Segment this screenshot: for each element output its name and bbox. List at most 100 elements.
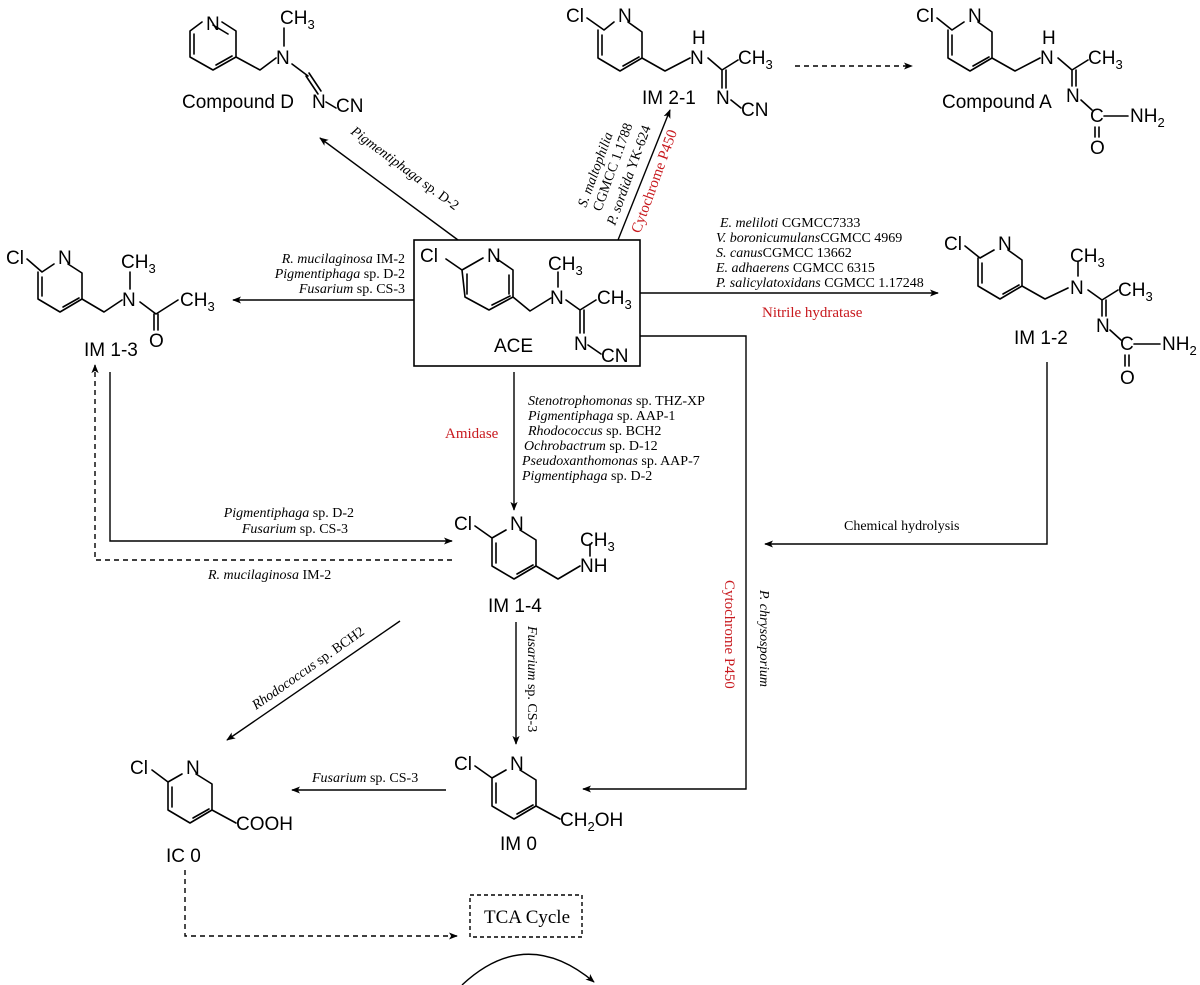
arrow-ic0-to-tca xyxy=(184,870,458,940)
atom-o: O xyxy=(1120,368,1135,389)
cyano-bond xyxy=(325,101,337,109)
atom-nh: NH xyxy=(580,556,607,577)
label-to-im12: E. meliloti CGMCC7333 V. boronicumulansC… xyxy=(715,216,924,321)
compound-name-im14: IM 1-4 xyxy=(488,596,542,617)
atom-n: N xyxy=(487,246,501,267)
label-line: R. mucilaginosa IM-2 xyxy=(281,252,405,267)
label-line: Ochrobactrum sp. D-12 xyxy=(524,439,658,454)
formamidine-bonds xyxy=(291,63,322,95)
label-chemical-hydrolysis: Chemical hydrolysis xyxy=(844,519,960,534)
arrow-im13-to-im14 xyxy=(109,372,453,545)
enzyme-cytochrome-p450-right: Cytochrome P450 xyxy=(721,580,737,689)
amidine-ch3: CH3 xyxy=(1088,48,1123,72)
amidine-bonds xyxy=(1087,289,1119,317)
label-line: Fusarium sp. CS-3 xyxy=(241,522,348,537)
compound-name-im0: IM 0 xyxy=(500,834,537,855)
compound-ic0: Cl N COOH IC 0 xyxy=(130,758,293,867)
atom-n-methyl: N xyxy=(550,288,564,309)
atom-cl: Cl xyxy=(420,246,438,267)
methyl-ch3: CH3 xyxy=(121,252,156,276)
urea-bond xyxy=(1080,99,1093,111)
label-line: V. boronicumulansCGMCC 4969 xyxy=(716,231,902,246)
label-line: E. meliloti CGMCC7333 xyxy=(719,216,860,231)
label-to-im21: S. maltophilia CGMCC 1.1788 P. sordida Y… xyxy=(576,121,681,235)
compound-name-d: Compound D xyxy=(182,92,294,113)
tca-label: TCA Cycle xyxy=(484,907,570,928)
atom-cl: Cl xyxy=(454,754,472,775)
arrow-ace-to-im21 xyxy=(617,109,671,241)
arrow-im14-to-ic0 xyxy=(226,620,401,741)
atom-o: O xyxy=(1090,138,1105,159)
enzyme-nitrile-hydratase: Nitrile hydratase xyxy=(762,305,863,321)
arrow-im14-to-im13-dashed xyxy=(91,364,452,561)
pyridine-ring xyxy=(474,765,561,820)
amidine-ch3: CH3 xyxy=(1118,280,1153,304)
atom-cl: Cl xyxy=(6,248,24,269)
label-im14-to-im13: Pigmentiphaga sp. D-2 Fusarium sp. CS-3 xyxy=(223,506,354,537)
label-line: E. adhaerens CGMCC 6315 xyxy=(715,261,875,276)
cyano-cn: CN xyxy=(741,100,768,121)
label-to-im14: Amidase Stenotrophomonas sp. THZ-XP Pigm… xyxy=(445,394,705,484)
arrow-ace-to-im0-p450 xyxy=(582,335,747,793)
pyridine-ring xyxy=(151,769,237,824)
atom-n-methyl: N xyxy=(276,48,290,69)
label-line: P. salicylatoxidans CGMCC 1.17248 xyxy=(715,276,924,291)
atom-c: C xyxy=(1090,106,1104,127)
carboxyl-cooh: COOH xyxy=(236,814,293,835)
pyridine-ring xyxy=(474,525,581,580)
label-line: Stenotrophomonas sp. THZ-XP xyxy=(528,394,705,409)
carbonyl-bonds xyxy=(1094,115,1129,138)
compound-im12: Cl N N CH3 CH3 N C NH2 O IM 1-2 xyxy=(944,234,1197,389)
compound-im0: Cl N CH2OH IM 0 xyxy=(454,754,623,855)
atom-n-methyl: N xyxy=(1070,278,1084,299)
atom-n-urea: N xyxy=(1066,86,1080,107)
atom-cl: Cl xyxy=(454,514,472,535)
compound-name-im12: IM 1-2 xyxy=(1014,328,1068,349)
compound-ace: Cl N N CH3 CH3 N CN ACE xyxy=(413,239,641,367)
compound-im14: Cl N NH CH3 IM 1-4 xyxy=(454,514,615,617)
atom-h: H xyxy=(1042,28,1056,49)
compound-name-im13: IM 1-3 xyxy=(84,340,138,361)
pyridine-ring xyxy=(586,17,691,72)
amidine-bonds xyxy=(707,57,739,89)
label-to-im13: R. mucilaginosa IM-2 Pigmentiphaga sp. D… xyxy=(274,252,405,297)
compound-name-a: Compound A xyxy=(942,92,1052,113)
arrow-ace-to-compound-d xyxy=(319,137,459,241)
methyl-ch3: CH3 xyxy=(580,530,615,554)
compound-a: Cl N N H CH3 N C NH2 O Compound A xyxy=(916,6,1165,159)
amidine-bonds xyxy=(1057,57,1089,87)
acetyl-bonds xyxy=(139,299,179,331)
cyano-cn: CN xyxy=(336,96,363,117)
atom-nh: N xyxy=(1040,48,1054,69)
reaction-arrows xyxy=(91,62,1048,940)
atom-cl: Cl xyxy=(130,758,148,779)
atom-n-cyano: N xyxy=(574,334,588,355)
cyano-cn: CN xyxy=(601,346,628,367)
atom-cl: Cl xyxy=(916,6,934,27)
cyano-bond xyxy=(587,344,602,355)
label-fusarium-im0: Fusarium sp. CS-3 xyxy=(524,625,539,732)
amidine-bonds xyxy=(565,299,597,334)
amide-nh2: NH2 xyxy=(1130,106,1165,130)
pyridine-ring xyxy=(26,258,123,313)
methyl-ch3: CH3 xyxy=(280,8,315,32)
label-line: Pigmentiphaga sp. AAP-1 xyxy=(527,409,675,424)
atom-n-methyl: N xyxy=(122,290,136,311)
atom-c: C xyxy=(1120,334,1134,355)
compound-name-ace: ACE xyxy=(494,336,533,357)
cycle-arrow xyxy=(461,953,595,985)
atom-o: O xyxy=(149,331,164,352)
compound-d: N N CH3 N CN Compound D xyxy=(182,8,363,117)
label-line: Fusarium sp. CS-3 xyxy=(298,282,405,297)
label-line: Pigmentiphaga sp. D-2 xyxy=(521,469,652,484)
label-p-chrysosporium: P. chrysosporium xyxy=(756,589,771,687)
acetyl-ch3: CH3 xyxy=(180,290,215,314)
label-rhodococcus-ic0: Rhodococcus sp. BCH2 xyxy=(249,624,368,713)
pyridine-ring xyxy=(936,17,1041,72)
label-line: Pigmentiphaga sp. D-2 xyxy=(223,506,354,521)
label-line: Rhodococcus sp. BCH2 xyxy=(527,424,661,439)
label-im13-back: R. mucilaginosa IM-2 xyxy=(207,568,331,583)
methyl-ch3: CH3 xyxy=(548,254,583,278)
cyano-bond xyxy=(730,99,742,109)
